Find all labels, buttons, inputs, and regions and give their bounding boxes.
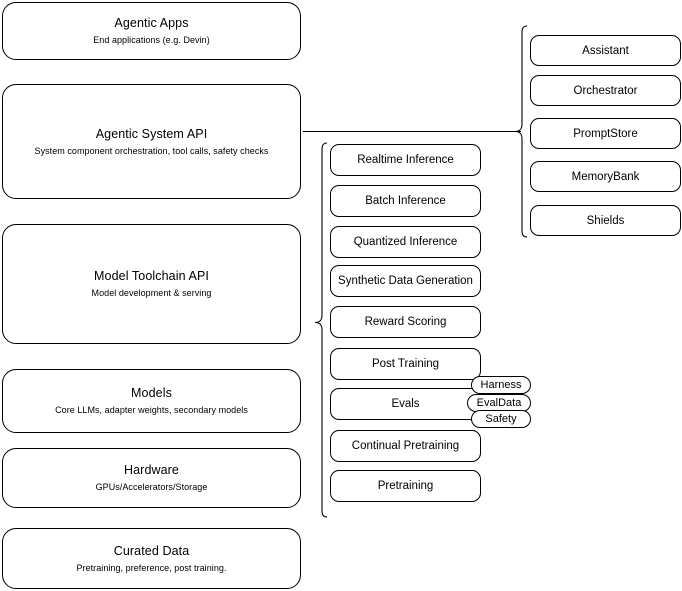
layer-model-toolchain-api[interactable]: Model Toolchain API Model development & … <box>2 224 301 344</box>
system-component-promptstore[interactable]: PromptStore <box>530 118 681 149</box>
layer-subtitle: GPUs/Accelerators/Storage <box>95 482 208 492</box>
capability-quantized-inference[interactable]: Quantized Inference <box>330 226 481 258</box>
capability-evals[interactable]: Evals <box>330 388 481 420</box>
layer-curated-data[interactable]: Curated Data Pretraining, preference, po… <box>2 528 301 589</box>
system-component-label: Assistant <box>582 44 629 57</box>
layer-subtitle: Model development & serving <box>91 288 212 298</box>
capability-realtime-inference[interactable]: Realtime Inference <box>330 144 481 176</box>
layer-title: Model Toolchain API <box>94 269 209 283</box>
system-component-memorybank[interactable]: MemoryBank <box>530 161 681 192</box>
capability-synthetic-data-generation[interactable]: Synthetic Data Generation <box>330 265 481 297</box>
capability-label: Pretraining <box>377 480 434 492</box>
layer-subtitle: Core LLMs, adapter weights, secondary mo… <box>55 405 248 415</box>
capability-continual-pretraining[interactable]: Continual Pretraining <box>330 430 481 462</box>
layer-agentic-system-api[interactable]: Agentic System API System component orch… <box>2 84 301 199</box>
capability-post-training[interactable]: Post Training <box>330 348 481 380</box>
layer-models[interactable]: Models Core LLMs, adapter weights, secon… <box>2 369 301 433</box>
layer-title: Models <box>131 386 172 400</box>
capability-label: Synthetic Data Generation <box>338 275 473 287</box>
bracket-system-components <box>514 25 528 238</box>
evals-subcomponent-label: Harness <box>480 378 522 391</box>
layer-subtitle: System component orchestration, tool cal… <box>34 145 269 156</box>
capability-label: Continual Pretraining <box>351 440 460 452</box>
capability-label: Realtime Inference <box>357 154 454 166</box>
layer-title: Hardware <box>124 463 179 477</box>
layer-title: Curated Data <box>113 543 190 558</box>
layer-agentic-apps[interactable]: Agentic Apps End applications (e.g. Devi… <box>2 2 301 60</box>
capability-label: Post Training <box>371 358 440 370</box>
capability-reward-scoring[interactable]: Reward Scoring <box>330 306 481 338</box>
system-component-assistant[interactable]: Assistant <box>530 35 681 66</box>
evals-subcomponent-safety[interactable]: Safety <box>471 410 531 428</box>
system-component-label: MemoryBank <box>571 170 640 183</box>
evals-subcomponent-harness[interactable]: Harness <box>471 376 531 394</box>
capability-pretraining[interactable]: Pretraining <box>330 470 481 502</box>
evals-subcomponent-label: Safety <box>485 412 517 425</box>
layer-title: Agentic Apps <box>114 16 189 30</box>
capability-label: Evals <box>391 398 420 410</box>
bracket-toolchain-capabilities <box>314 142 328 518</box>
layer-subtitle: End applications (e.g. Devin) <box>93 35 210 45</box>
system-component-label: PromptStore <box>573 127 638 140</box>
layer-hardware[interactable]: Hardware GPUs/Accelerators/Storage <box>2 448 301 508</box>
layer-subtitle: Pretraining, preference, post training. <box>76 562 227 573</box>
evals-subcomponent-label: EvalData <box>476 396 522 409</box>
layer-title: Agentic System API <box>95 126 208 141</box>
capability-label: Reward Scoring <box>364 316 447 328</box>
capability-label: Batch Inference <box>365 195 446 207</box>
system-component-shields[interactable]: Shields <box>530 205 681 236</box>
system-component-orchestrator[interactable]: Orchestrator <box>530 75 681 106</box>
system-component-label: Shields <box>586 214 625 227</box>
capability-batch-inference[interactable]: Batch Inference <box>330 185 481 217</box>
capability-label: Quantized Inference <box>353 236 458 248</box>
system-component-label: Orchestrator <box>573 84 638 97</box>
